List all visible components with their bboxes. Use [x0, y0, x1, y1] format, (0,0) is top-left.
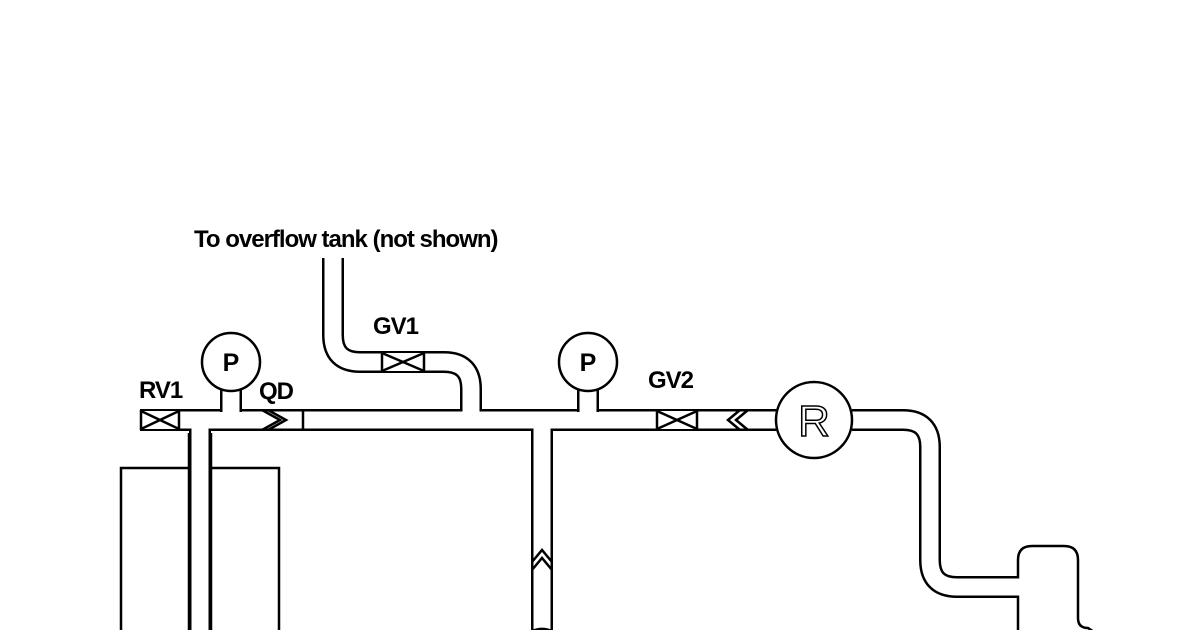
regulator: R [774, 380, 854, 460]
gv2-label: GV2 [648, 367, 694, 394]
overflow-label: To overflow tank (not shown) [194, 226, 498, 253]
quick-disconnect [261, 408, 305, 432]
qd-label: QD [259, 378, 294, 405]
gv1-valve [380, 351, 426, 373]
pressure-gauge-left: P [200, 331, 262, 416]
pressure-gauge-right: P [557, 331, 619, 416]
pump-body [1016, 544, 1094, 630]
gauge-label-right: P [580, 349, 597, 377]
pipe-network [140, 258, 1030, 630]
flow-arrow-up [531, 548, 553, 571]
rv1-valve [139, 409, 181, 431]
gv1-label: GV1 [373, 313, 419, 340]
rv1-label: RV1 [139, 377, 183, 404]
regulator-label: R [798, 397, 830, 446]
regulator-outlet-pipe [852, 409, 1030, 598]
flow-arrow-left [726, 409, 749, 431]
gauge-label-left: P [223, 349, 240, 377]
gv2-valve [655, 409, 699, 431]
